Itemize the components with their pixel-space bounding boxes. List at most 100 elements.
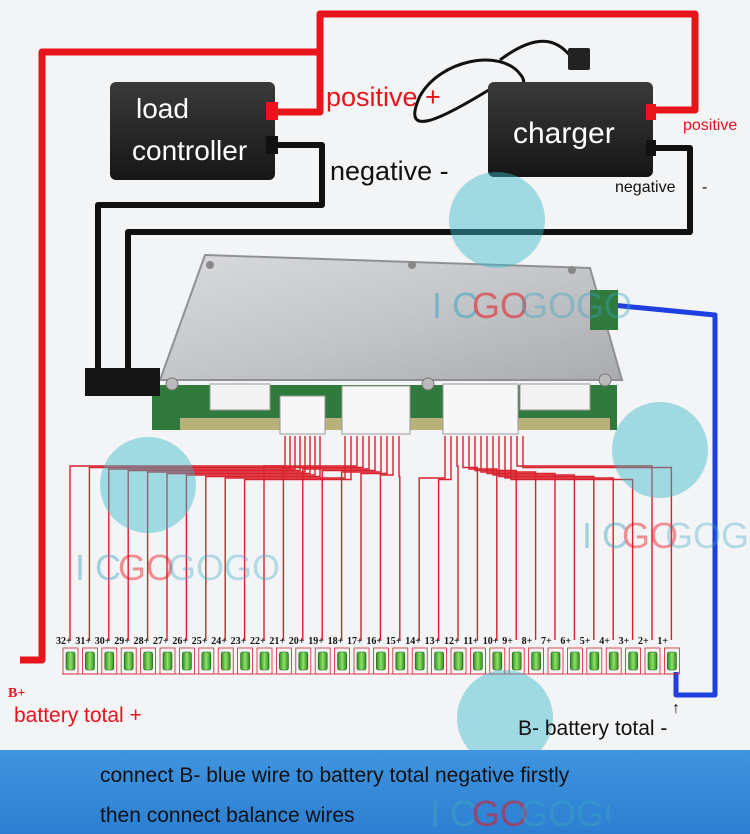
balance-wire [510,436,634,640]
battery-cell [570,651,580,671]
battery-cell [104,651,115,671]
battery-cell [201,651,212,671]
cell-number-label: 31+ [75,636,91,647]
instruction-line-2: then connect balance wires [100,804,355,827]
cell-number-label: 10+ [483,636,499,647]
negative-charger-label: negative [615,179,676,196]
balance-wire [243,436,352,640]
battery-cell [182,651,192,671]
load-controller [110,82,278,180]
cell-number-label: 16+ [366,636,382,647]
battery-cells: 32+31+30+29+28+27+26+25+24+23+22+21+20+1… [56,636,680,675]
cell-number-label: 27+ [153,636,169,647]
battery-cell [240,651,250,671]
watermark-text-go-2: GO [118,547,174,588]
cell-number-label: 8+ [522,636,533,647]
battery-cell [143,651,153,671]
watermark-text-go-4: GO [472,793,528,834]
battery-cell [628,651,638,671]
watermark-text-gogo-3: GOGO [665,515,750,556]
balance-wire [360,436,388,640]
bms-board [85,253,624,435]
load-controller-label-line2: controller [132,135,247,166]
cell-number-label: 19+ [308,636,324,647]
cell-number-label: 4+ [599,636,610,647]
cell-number-label: 17+ [347,636,363,647]
balance-wire [302,436,370,640]
balance-wire [437,436,452,640]
battery-cell [395,651,406,671]
cell-number-label: 21+ [269,636,285,647]
balance-wire [498,436,595,640]
watermark-footer: I C GO GOGO [430,793,610,834]
charger [413,39,656,177]
balance-wire [462,436,479,640]
battery-cell [317,651,328,671]
balance-wire [88,436,291,640]
battery-cell [220,651,231,671]
cell-number-label: 3+ [619,636,630,647]
cell-number-label: 30+ [95,636,111,647]
watermark-logo-1 [449,172,545,268]
battery-cell [473,651,483,671]
cell-number-label: 20+ [289,636,305,647]
blue-b-minus-wire [611,302,718,698]
charger-label: charger [513,117,615,150]
cell-number-label: 11+ [463,636,478,647]
balance-wire [468,436,498,640]
battery-cell [589,651,600,671]
balance-wire [379,436,394,640]
battery-cell [298,651,309,671]
watermark-text-ic-1: I C [432,285,478,326]
balance-wire [456,436,459,640]
battery-cell [453,651,464,671]
battery-cell [550,651,561,671]
battery-cell [608,651,619,671]
balance-wires [69,436,673,640]
cell-number-label: 7+ [541,636,552,647]
balance-wire [516,436,653,640]
battery-cell [414,651,425,671]
battery-cell [434,651,444,671]
balance-wire [340,436,382,640]
watermark-text-gogo-4: GOGO [520,793,610,834]
battery-cell [511,651,522,671]
cell-number-label: 6+ [560,636,571,647]
balance-wire [522,436,673,640]
battery-cell [123,651,134,671]
watermark-text-ic-4: I C [430,793,476,834]
watermark-text-go-3: GO [622,515,678,556]
cell-number-label: 25+ [192,636,208,647]
cell-number-label: 24+ [211,636,227,647]
cell-number-label: 5+ [580,636,591,647]
balance-wire [504,436,614,640]
battery-cell [85,651,95,671]
balance-wire [146,436,306,640]
cell-number-label: 1+ [657,636,668,647]
balance-wire [224,436,346,640]
positive-main-label: positive + [326,82,441,112]
balance-wire [486,436,556,640]
positive-charger-label: positive [683,117,737,134]
balance-wire [108,436,296,640]
battery-cell [492,651,503,671]
instruction-line-1: connect B- blue wire to battery total ne… [100,764,570,787]
cell-number-label: 32+ [56,636,72,647]
negative-charger-sign: - [702,179,707,196]
battery-cell [376,651,386,671]
negative-wire [95,142,693,378]
battery-cell [667,651,677,671]
watermark-text-go-1: GO [472,285,528,326]
battery-cell [531,651,541,671]
balance-wire [127,436,301,640]
balance-wire [480,436,537,640]
cell-number-label: 23+ [231,636,247,647]
cell-number-label: 14+ [405,636,421,647]
cell-number-label: 13+ [425,636,441,647]
cell-number-label: 22+ [250,636,266,647]
battery-cell [162,651,173,671]
cell-number-label: 15+ [386,636,402,647]
balance-wire [205,436,321,640]
battery-total-minus-label: B- battery total - [518,717,667,740]
